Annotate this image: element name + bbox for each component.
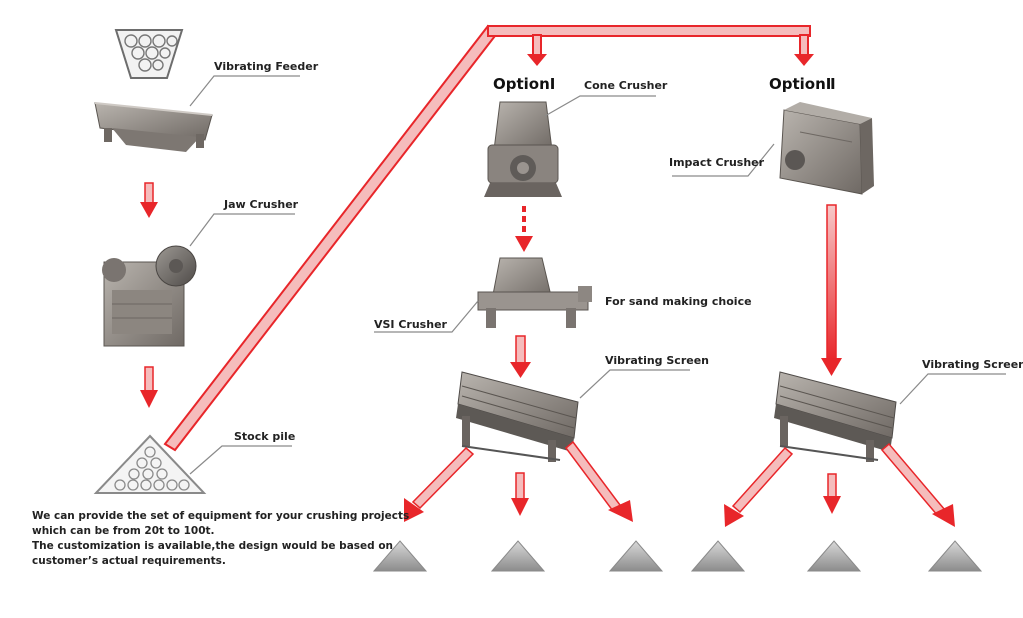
flow-arrow-left-out-2 [511,472,529,516]
vibrating-feeder-icon [94,102,213,152]
note-line-4: customer’s actual requirements. [32,555,226,567]
output-piles [372,540,983,572]
label-sand-making: For sand making choice [605,295,752,308]
output-pile [927,540,983,572]
flow-arrow-impact-to-screen [821,204,842,376]
label-cone-crusher: Cone Crusher [584,79,668,92]
flow-arrow-left-out-3 [564,440,633,522]
flow-arrow-cone-to-vsi [515,206,533,252]
label-option-one: OptionⅠ [493,75,556,93]
label-stock-pile: Stock pile [234,430,296,443]
label-leader-lines [189,75,1006,475]
main-conveyor-line [163,24,814,452]
output-pile [608,540,664,572]
vsi-crusher-icon [477,257,592,328]
equipment-note: We can provide the set of equipment for … [32,509,410,569]
label-vibrating-feeder: Vibrating Feeder [214,60,319,73]
note-line-1: We can provide the set of equipment for … [32,510,410,522]
cone-crusher-icon [484,101,562,197]
flow-arrow-right-out-2 [823,473,841,514]
output-pile [806,540,862,572]
output-pile [372,540,428,572]
flow-arrow-right-out-1 [724,446,794,527]
note-line-3: The customization is available,the desig… [32,540,394,552]
label-option-two: OptionⅡ [769,75,836,93]
output-pile [490,540,546,572]
vibrating-screen-right-icon [774,371,897,462]
output-pile [690,540,746,572]
flow-arrow-jaw-to-pile [140,366,158,408]
vibrating-screen-left-icon [456,371,579,462]
flow-arrow-left-out-1 [404,446,475,522]
label-jaw-crusher: Jaw Crusher [224,198,299,211]
stock-pile-icon [93,434,207,494]
impact-crusher-icon [779,102,874,195]
jaw-crusher-icon [102,245,197,347]
label-vsi-crusher: VSI Crusher [374,318,447,331]
flow-arrow-feeder-to-jaw [140,182,158,218]
feed-hopper-icon [114,29,184,79]
flow-arrow-right-out-3 [880,442,955,527]
label-vibrating-screen-left: Vibrating Screen [605,354,709,367]
note-line-2: which can be from 20t to 100t. [32,525,215,537]
label-vibrating-screen-right: Vibrating Screen [922,358,1023,371]
label-impact-crusher: Impact Crusher [669,156,765,169]
flow-arrow-vsi-to-screen [510,335,531,378]
